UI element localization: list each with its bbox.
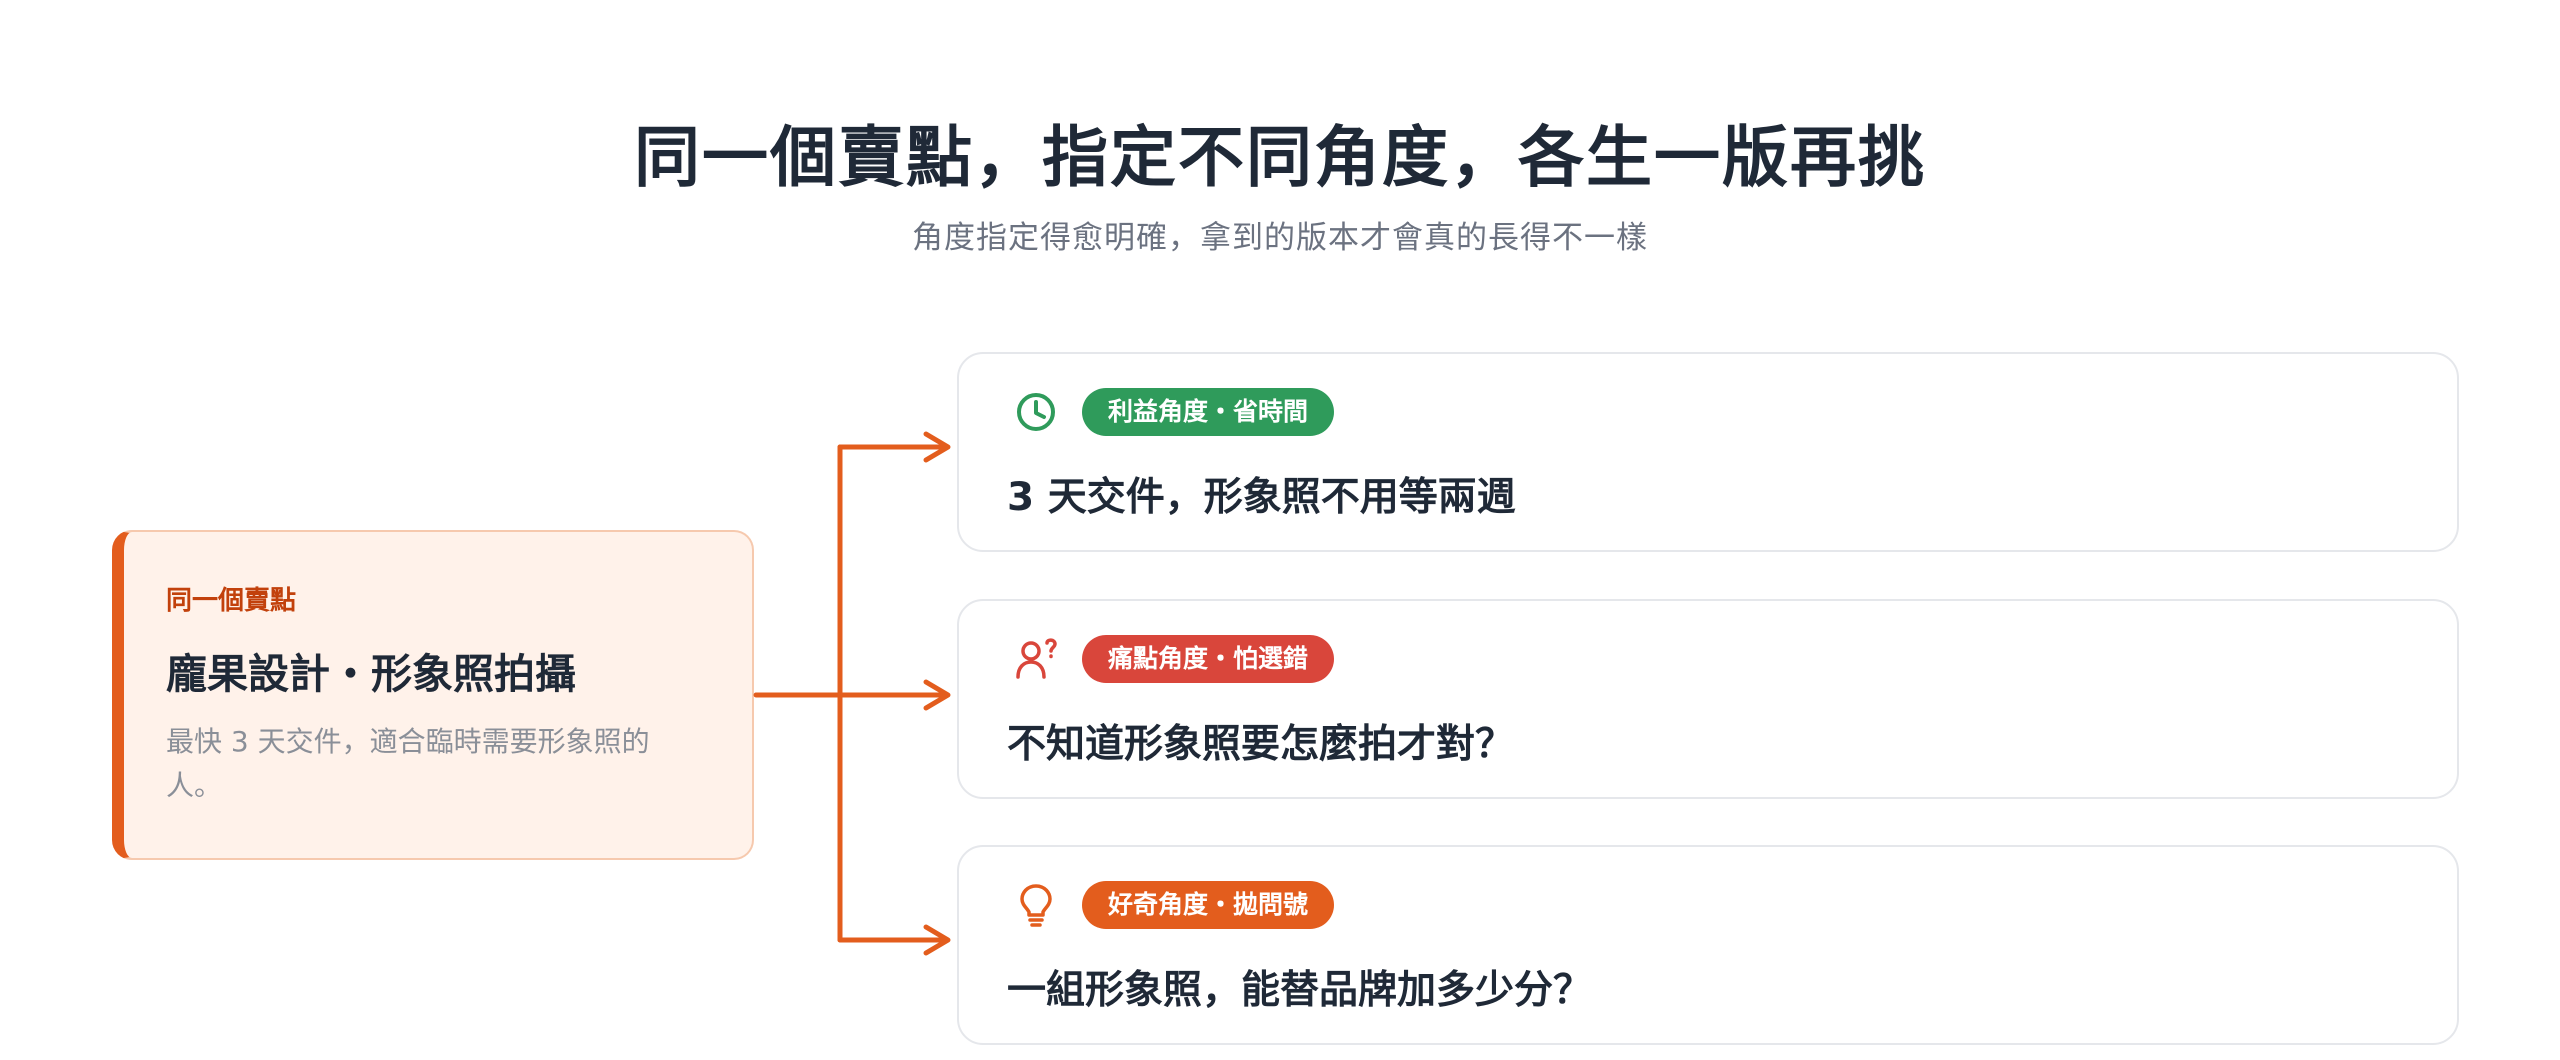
angle-headline-curiosity: 一組形象照，能替品牌加多少分？ — [1007, 968, 1593, 1013]
page-subtitle: 角度指定得愈明確，拿到的版本才會真的長得不一樣 — [912, 220, 1648, 256]
angle-tag-benefit: 利益角度・省時間 — [1082, 388, 1335, 436]
lightbulb-icon — [1020, 884, 1052, 927]
angle-tag-pain-point: 痛點角度・怕選錯 — [1082, 635, 1335, 683]
arrowhead-top — [923, 431, 951, 463]
angle-card-curiosity — [957, 845, 2459, 1045]
source-title: 龐果設計・形象照拍攝 — [166, 650, 576, 698]
source-eyebrow: 同一個賣點 — [166, 586, 297, 616]
page-title: 同一個賣點，指定不同角度，各生一版再挑 — [634, 119, 1926, 196]
source-selling-point-card — [112, 530, 754, 860]
arrowhead-bottom — [923, 924, 951, 956]
angle-headline-pain-point: 不知道形象照要怎麼拍才對？ — [1007, 722, 1515, 767]
angle-card-pain-point — [957, 599, 2459, 799]
person-question-icon — [1016, 638, 1057, 679]
angle-card-benefit — [957, 352, 2459, 552]
angle-tag-curiosity: 好奇角度・拋問號 — [1082, 881, 1335, 929]
arrowhead-middle — [923, 679, 951, 711]
clock-icon — [1017, 393, 1055, 431]
source-description: 最快 3 天交件，適合臨時需要形象照的人。 — [166, 725, 650, 802]
angle-headline-benefit: 3 天交件，形象照不用等兩週 — [1007, 475, 1516, 520]
